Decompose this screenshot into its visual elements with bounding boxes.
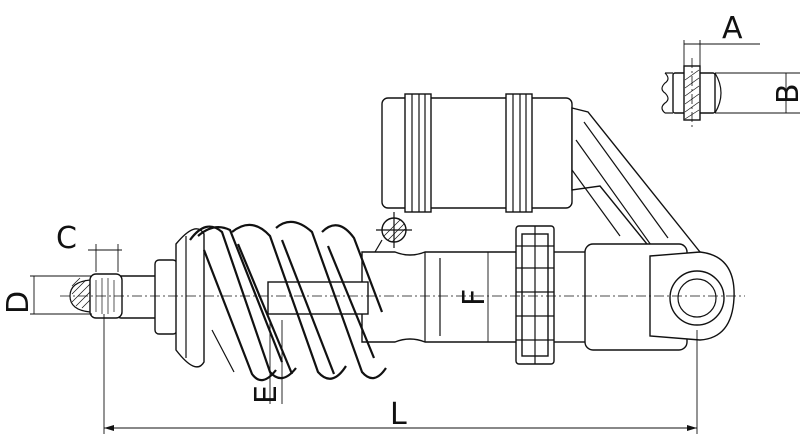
dimension-label-D: D [1, 291, 36, 314]
dimension-label-F: F [457, 289, 492, 306]
bushing-detail-view [661, 40, 800, 128]
spring-seat [175, 228, 205, 368]
reservoir [381, 93, 573, 213]
dimension-label-C: C [56, 221, 77, 256]
dimension-label-L: L [390, 397, 407, 432]
top-eye-hatch [71, 277, 91, 309]
coil-spring [189, 220, 387, 382]
piston-rod [267, 281, 369, 315]
dimension-label-B: B [771, 83, 800, 104]
preload-collar [515, 225, 555, 365]
dimension-label-E: E [249, 385, 284, 404]
top-mount [69, 259, 178, 335]
dimension-label-A: A [722, 11, 743, 46]
dimension-lines [30, 244, 698, 434]
adjuster-knob [374, 212, 412, 253]
